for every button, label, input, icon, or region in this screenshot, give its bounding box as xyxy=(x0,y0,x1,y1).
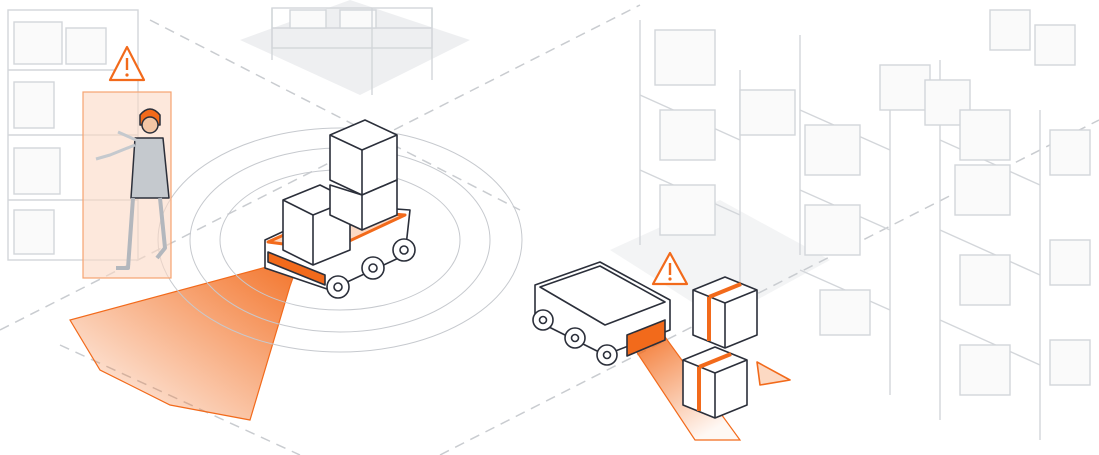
shelf-left xyxy=(7,9,139,261)
robot-left xyxy=(264,119,416,299)
robot-left-sensor-beam xyxy=(69,257,301,421)
shelf-top-center xyxy=(271,7,433,95)
warning-icon xyxy=(108,45,146,82)
robot-right xyxy=(532,261,671,366)
shelf-right xyxy=(639,9,1091,440)
box-stack-right xyxy=(682,276,791,419)
worker-figure xyxy=(95,108,170,270)
warning-icon xyxy=(651,251,689,286)
